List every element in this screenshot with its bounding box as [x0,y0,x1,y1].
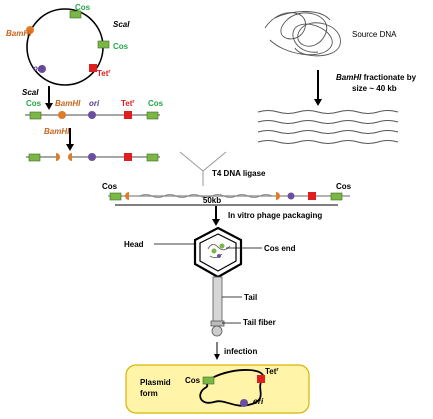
cos-site [29,111,42,120]
down-arrow-head [314,99,322,106]
packaging-label: In vitro phage packaging [228,211,322,220]
dna-fragments [257,110,399,144]
ori-site [38,65,46,73]
cos-site [146,111,159,120]
cos-end-label: Cos end [264,244,296,253]
cut-vector-arms [26,153,160,162]
ori-label: ori [89,99,100,108]
source-dna-label: Source DNA [352,30,397,39]
bamhi-half-site [276,192,280,200]
tet-gene [257,375,265,383]
cos-label: Cos [336,182,352,191]
tet-gene [308,192,316,200]
size-label: size ~ 40 kb [352,84,397,93]
cos-label: Cos [185,376,201,385]
bamhi-fractionate-label: BamHI fractionate by [336,73,417,82]
cos-site [69,10,82,19]
tet-label: Tetr [121,99,135,108]
bamhi-label: BamHI [6,29,32,38]
cos-label: Cos [75,3,91,12]
bamhi-half-site [125,192,129,200]
cos-label: Cos [113,42,129,51]
ori-site [287,192,295,200]
down-arrow-head [214,354,220,360]
ori-site [88,153,96,161]
bamhi-cut-label: BamHI [44,127,70,136]
tail-fiber-label: Tail fiber [243,318,276,327]
bamhi-half-site [56,153,60,161]
circular-plasmid [199,369,265,407]
cos-site [202,376,215,385]
ori-site [88,111,96,119]
cos-site [109,192,122,201]
scai-label: ScaI [113,20,130,29]
ori-label: ori [253,397,264,406]
cos-site [330,192,343,201]
form-label: form [140,389,158,398]
down-arrow-head [66,144,74,151]
bamhi-half-site [68,153,72,161]
head-label: Head [124,240,144,249]
cos-site [28,153,41,162]
bamhi-site [26,26,34,34]
cos-site [146,153,159,162]
infection-label: infection [224,347,257,356]
cos-label: Cos [102,182,118,191]
tet-gene [124,153,132,161]
linear-vector [25,111,160,120]
bamhi-site [58,111,66,119]
down-arrow-head [212,219,220,226]
tet-gene [89,64,97,72]
cos-label: Cos [26,99,42,108]
cos-label: Cos [148,99,164,108]
phage-tail [212,276,223,323]
ori-site [240,399,248,407]
tet-label: Tetr [265,367,279,376]
ori-label: ori [33,64,44,73]
plasmid-label: Plasmid [140,378,171,387]
source-dna-tangle [264,11,341,57]
phage-particle [193,226,243,337]
merge-lines [179,151,227,186]
t4-ligase-label: T4 DNA ligase [212,169,266,178]
tail-fiber [211,325,223,337]
ligated-concatemer [108,192,350,201]
cos-site [97,40,110,49]
down-arrow-head [45,103,53,110]
cosmid-vector-circle [26,8,110,86]
tet-label: Tetr [97,69,111,78]
tet-gene [124,111,132,119]
bamhi-label: BamHI [55,99,81,108]
size-50kb-label: 50kb [203,196,221,205]
scai-cut-label: ScaI [22,88,39,97]
tail-label: Tail [244,293,257,302]
